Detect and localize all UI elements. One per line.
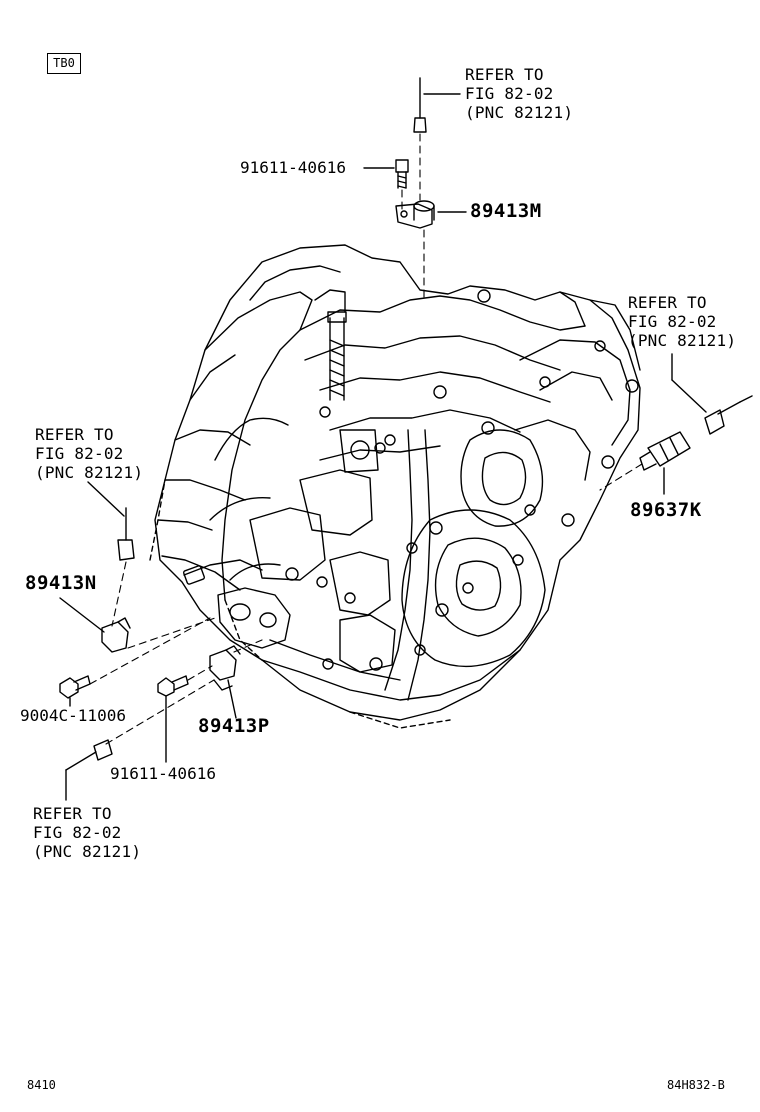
part-label-sensor-right: 89637K <box>630 499 702 521</box>
part-label-sensor-top: 89413M <box>470 200 542 222</box>
bolt-bottom-drawing <box>158 676 188 696</box>
wire-bottom-drawing <box>66 740 112 770</box>
leader-lines <box>60 94 706 800</box>
speed-sensor-bottom-drawing <box>210 646 240 690</box>
speed-sensor-left-drawing <box>102 508 134 652</box>
part-label-bolt-bottom: 91611-40616 <box>110 764 216 783</box>
part-label-sensor-bottom: 89413P <box>198 715 270 737</box>
transaxle-body <box>150 245 640 728</box>
speed-sensor-top-drawing <box>396 78 434 228</box>
refer-bottom-line3: (PNC 82121) <box>33 842 142 861</box>
refer-right-line3: (PNC 82121) <box>628 331 737 350</box>
part-label-sensor-left: 89413N <box>25 572 97 594</box>
part-label-bolt-left: 9004C-11006 <box>20 706 126 725</box>
bolt-left-drawing <box>60 676 90 698</box>
figure-tag: TB0 <box>47 53 81 74</box>
footer-right-code: 84H832-B <box>667 1078 725 1092</box>
wire-right-drawing <box>740 396 752 402</box>
part-label-bolt-top: 91611-40616 <box>240 158 346 177</box>
refer-right-line2: FIG 82-02 <box>628 312 717 331</box>
refer-bottom-line1: REFER TO <box>33 804 112 823</box>
refer-left-line3: (PNC 82121) <box>35 463 144 482</box>
bolt-top-drawing <box>396 160 408 188</box>
speed-sensor-right-drawing <box>640 402 740 470</box>
refer-right-line1: REFER TO <box>628 293 707 312</box>
refer-top-line2: FIG 82-02 <box>465 84 554 103</box>
refer-left-line2: FIG 82-02 <box>35 444 124 463</box>
refer-top-line1: REFER TO <box>465 65 544 84</box>
refer-top-line3: (PNC 82121) <box>465 103 574 122</box>
refer-left-line1: REFER TO <box>35 425 114 444</box>
refer-bottom-line2: FIG 82-02 <box>33 823 122 842</box>
installation-lines <box>90 134 642 744</box>
footer-left-code: 8410 <box>27 1078 56 1092</box>
